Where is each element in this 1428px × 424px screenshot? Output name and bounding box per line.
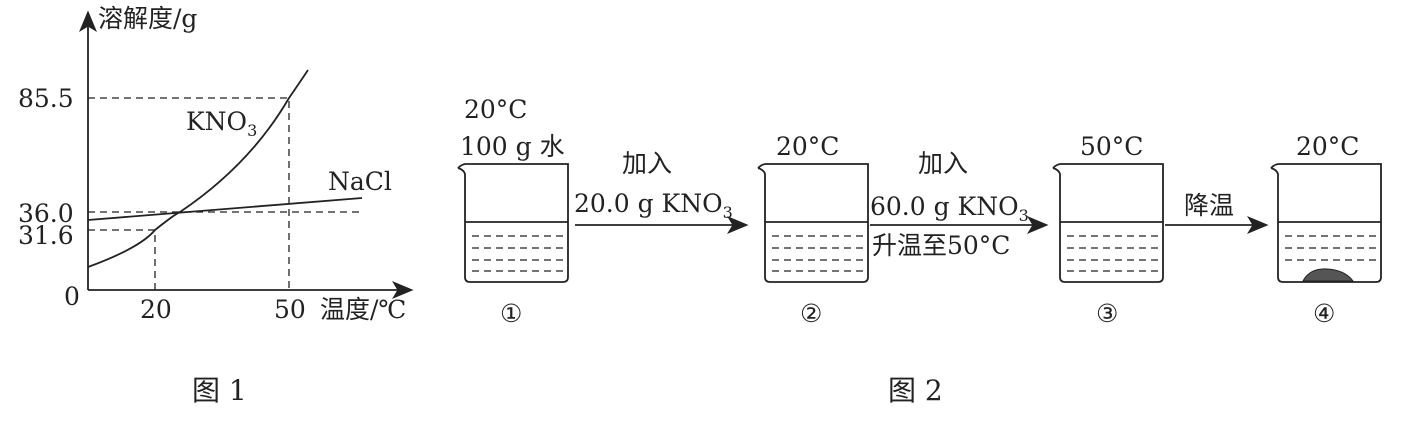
beaker4-temp: 20°C: [1296, 132, 1359, 161]
step2-middle: 60.0 g KNO3: [870, 192, 1029, 225]
step3-top: 降温: [1184, 191, 1234, 220]
beaker1-temp: 20°C: [464, 95, 527, 124]
guide-85.5: [88, 97, 290, 290]
beaker2-number: ②: [800, 299, 822, 328]
x-axis-label: 温度/℃: [320, 295, 406, 324]
kno3-label: KNO3: [186, 107, 257, 140]
step1-top: 加入: [622, 149, 672, 178]
x-tick-label: 20: [140, 295, 172, 324]
nacl-line: [87, 197, 363, 221]
step2-top: 加入: [918, 149, 968, 178]
beaker2-temp: 20°C: [776, 132, 839, 161]
nacl-label: NaCl: [328, 167, 392, 196]
x-tick-label: 50: [274, 295, 306, 324]
solubility-chart: 溶解度/g 温度/℃ 0 85.5 36.0 31.6 20 50 KNO3 N…: [18, 4, 414, 407]
beaker3-temp: 50°C: [1080, 132, 1143, 161]
crystal-precipitate: [1302, 268, 1354, 282]
beaker: [1270, 163, 1382, 283]
y-tick-label: 31.6: [18, 221, 74, 250]
y-axis-label: 溶解度/g: [98, 4, 197, 33]
step2-bottom: 升温至50°C: [872, 231, 1010, 260]
beaker: [757, 163, 869, 283]
beaker4-number: ④: [1313, 299, 1335, 328]
beaker: [457, 163, 569, 283]
kno3-curve: [87, 69, 309, 268]
y-tick-label: 36.0: [18, 199, 74, 228]
beaker: [1052, 163, 1164, 283]
step1-bottom: 20.0 g KNO3: [574, 189, 733, 222]
y-tick-label: 85.5: [18, 84, 74, 113]
figure2-caption: 图 2: [888, 374, 943, 407]
experiment-flow: 20°C 100 g 水 20°C 50°C 20°C ① ② ③ ④ 加入 2…: [457, 95, 1382, 407]
beaker1-number: ①: [500, 299, 522, 328]
beaker1-note: 100 g 水: [460, 132, 565, 161]
origin-label: 0: [64, 282, 80, 311]
figure1-caption: 图 1: [192, 374, 247, 407]
beaker3-number: ③: [1096, 299, 1118, 328]
